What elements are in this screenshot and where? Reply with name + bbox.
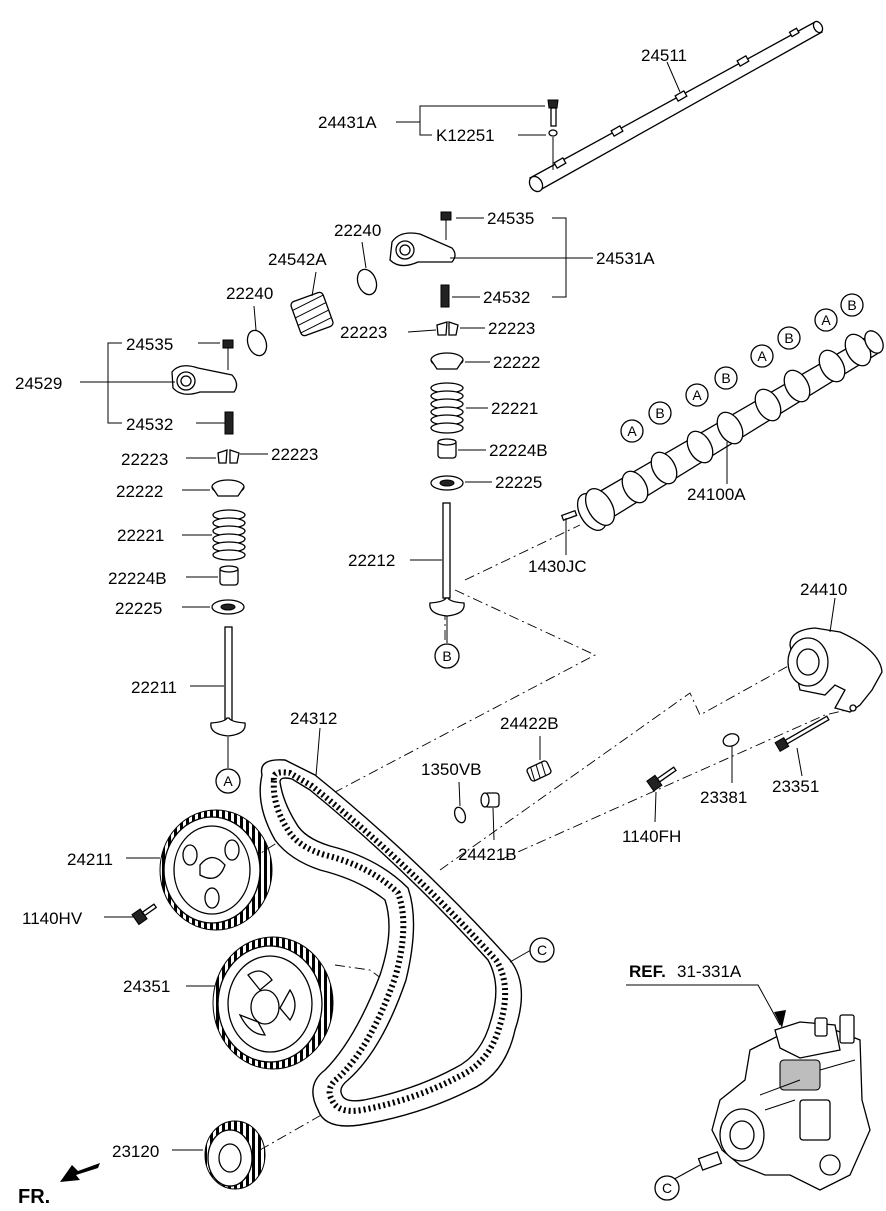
- rocker-arm-right: [389, 211, 456, 308]
- left-valve-stack: [210, 449, 246, 737]
- marker-a: A: [223, 773, 233, 789]
- marker-b: B: [655, 405, 664, 421]
- rocker-arm-left: [171, 339, 238, 435]
- label-24529: 24529: [15, 374, 62, 393]
- marker-b: B: [442, 648, 451, 664]
- label-24312: 24312: [290, 709, 337, 728]
- label-24531A: 24531A: [596, 249, 655, 268]
- vacuum-pump-housing: [787, 627, 883, 713]
- label-24511: 24511: [641, 46, 687, 65]
- marker-b: B: [847, 297, 856, 313]
- label-22223: 22223: [488, 319, 535, 338]
- ref-prefix: REF.: [629, 962, 666, 981]
- marker-a: A: [627, 423, 637, 439]
- rocker-shaft: [528, 20, 824, 193]
- washers-and-spring: [246, 268, 378, 357]
- label-24422B: 24422B: [500, 714, 559, 733]
- label-24535: 24535: [126, 335, 173, 354]
- marker-a: A: [692, 387, 702, 403]
- label-24410: 24410: [800, 580, 847, 599]
- label-24532: 24532: [483, 288, 530, 307]
- part-labels: 24511 24431A K12251 24535 24531A 24532 2…: [15, 46, 847, 1161]
- label-24535: 24535: [487, 209, 534, 228]
- front-label: FR.: [18, 1186, 50, 1208]
- label-24542A: 24542A: [268, 250, 327, 269]
- label-24532: 24532: [126, 415, 173, 434]
- reference-label: REF. 31-331A: [629, 962, 742, 981]
- label-24421B: 24421B: [458, 845, 517, 864]
- label-1140HV: 1140HV: [22, 909, 83, 928]
- label-22225: 22225: [495, 473, 542, 492]
- label-K12251: K12251: [436, 126, 495, 145]
- fuel-injection-pump: [697, 1014, 871, 1191]
- marker-b: B: [721, 370, 730, 386]
- leader-lines: [80, 61, 836, 1189]
- middle-valve-stack: [429, 321, 465, 617]
- label-22212: 22212: [348, 551, 395, 570]
- marker-a: A: [821, 312, 831, 328]
- front-arrow-icon: [60, 1163, 100, 1182]
- label-1430JC: 1430JC: [528, 557, 587, 576]
- label-22221: 22221: [491, 399, 538, 418]
- label-22225: 22225: [115, 599, 162, 618]
- label-22240: 22240: [226, 284, 273, 303]
- marker-c: C: [537, 942, 547, 958]
- camshaft: [560, 330, 884, 531]
- marker-c: C: [662, 1180, 672, 1196]
- label-24351: 24351: [123, 977, 170, 996]
- cam-sprocket: [159, 809, 273, 931]
- label-23120: 23120: [112, 1142, 159, 1161]
- label-22211: 22211: [131, 678, 177, 697]
- marker-b: B: [784, 330, 793, 346]
- label-23381: 23381: [700, 788, 747, 807]
- label-1350VB: 1350VB: [421, 760, 482, 779]
- label-22240: 22240: [334, 221, 381, 240]
- label-22223: 22223: [271, 445, 318, 464]
- ref-number: 31-331A: [677, 962, 742, 981]
- marker-a: A: [757, 348, 767, 364]
- label-22223: 22223: [340, 323, 387, 342]
- label-23351: 23351: [772, 777, 819, 796]
- label-22224B: 22224B: [108, 569, 167, 588]
- label-24100A: 24100A: [687, 485, 746, 504]
- pump-sprocket: [212, 936, 334, 1070]
- label-22222: 22222: [493, 353, 540, 372]
- timing-belt: [259, 759, 523, 1127]
- label-22222: 22222: [116, 482, 163, 501]
- label-24431A: 24431A: [318, 113, 377, 132]
- label-22224B: 22224B: [489, 441, 548, 460]
- label-22223: 22223: [121, 450, 168, 469]
- crank-sprocket: [204, 1120, 266, 1190]
- front-direction: FR.: [18, 1163, 100, 1208]
- shaft-bolt-24431A: [547, 99, 559, 170]
- label-1140FH: 1140FH: [622, 827, 681, 846]
- label-22221: 22221: [117, 526, 164, 545]
- small-fasteners: [131, 715, 830, 926]
- label-24211: 24211: [67, 850, 113, 869]
- cam-lobe-markers: A B A B A B A B A B C C: [215, 293, 864, 1201]
